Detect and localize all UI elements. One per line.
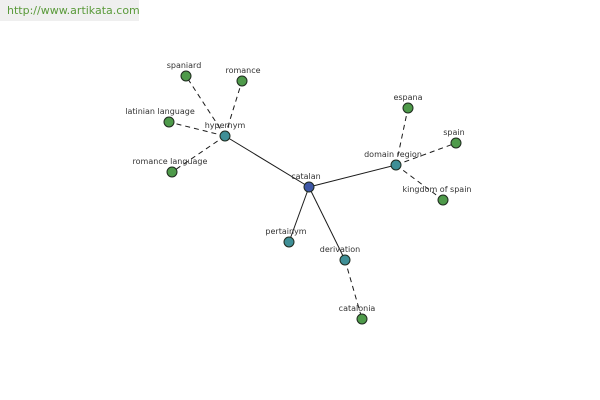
node-label-hypernym: hypernym: [205, 121, 246, 130]
node-dot-kingdom-of-spain[interactable]: [437, 194, 449, 206]
node-label-espana: espana: [393, 93, 422, 102]
node-dot-catalonia[interactable]: [356, 313, 368, 325]
edge-domain-region-to-kingdom-of-spain: [395, 164, 444, 201]
node-dot-derivation[interactable]: [339, 254, 351, 266]
edges-layer: [168, 75, 457, 320]
node-label-catalonia: catalonia: [339, 304, 376, 313]
nodes-layer: catalan hypernym domain region pertainym der…: [125, 61, 472, 325]
node-dot-spaniard[interactable]: [180, 70, 192, 82]
node-hypernym[interactable]: hypernym: [205, 121, 246, 142]
edge-catalan-to-hypernym: [224, 135, 310, 188]
edge-hypernym-to-romance: [224, 80, 243, 137]
node-romance[interactable]: romance: [225, 66, 261, 87]
node-label-spain: spain: [443, 128, 464, 137]
node-kingdom-of-spain[interactable]: kingdom of spain: [402, 185, 472, 206]
node-label-pertainym: pertainym: [265, 227, 306, 236]
node-dot-pertainym[interactable]: [283, 236, 295, 248]
node-dot-romance-language[interactable]: [166, 166, 178, 178]
node-latinian-language[interactable]: latinian language: [125, 107, 195, 128]
edge-domain-region-to-spain: [395, 142, 457, 166]
node-dot-domain-region[interactable]: [390, 159, 402, 171]
edge-derivation-to-catalonia: [344, 259, 363, 320]
node-derivation[interactable]: derivation: [320, 245, 360, 266]
edge-hypernym-to-latinian-language: [168, 121, 226, 137]
node-label-latinian-language: latinian language: [125, 107, 195, 116]
node-dot-catalan[interactable]: [303, 181, 315, 193]
node-catalonia[interactable]: catalonia: [339, 304, 376, 325]
node-spaniard[interactable]: spaniard: [167, 61, 202, 82]
node-dot-romance[interactable]: [236, 75, 248, 87]
node-dot-latinian-language[interactable]: [163, 116, 175, 128]
node-label-spaniard: spaniard: [167, 61, 202, 70]
node-dot-espana[interactable]: [402, 102, 414, 114]
edge-domain-region-to-espana: [395, 107, 409, 166]
edge-catalan-to-pertainym: [288, 186, 310, 243]
node-label-kingdom-of-spain: kingdom of spain: [402, 185, 471, 194]
node-spain[interactable]: spain: [443, 128, 465, 149]
node-catalan[interactable]: catalan: [291, 172, 321, 193]
edge-hypernym-to-romance-language: [171, 135, 226, 173]
edge-catalan-to-domain-region: [308, 164, 397, 188]
node-label-domain-region: domain region: [364, 150, 422, 159]
edge-catalan-to-derivation: [308, 186, 346, 261]
node-dot-spain[interactable]: [450, 137, 462, 149]
node-label-derivation: derivation: [320, 245, 360, 254]
node-romance-language[interactable]: romance language: [133, 157, 208, 178]
watermark-url: http://www.artikata.com: [0, 0, 139, 21]
node-label-romance: romance: [225, 66, 260, 75]
node-pertainym[interactable]: pertainym: [265, 227, 307, 248]
node-dot-hypernym[interactable]: [219, 130, 231, 142]
node-espana[interactable]: espana: [393, 93, 423, 114]
node-domain-region[interactable]: domain region: [364, 150, 422, 171]
node-label-catalan: catalan: [291, 172, 321, 181]
node-label-romance-language: romance language: [133, 157, 208, 166]
edge-hypernym-to-spaniard: [185, 75, 226, 137]
